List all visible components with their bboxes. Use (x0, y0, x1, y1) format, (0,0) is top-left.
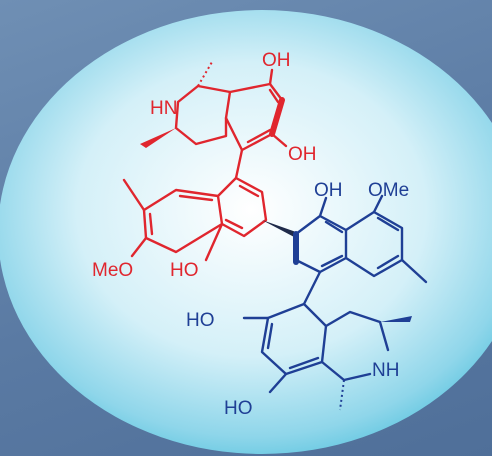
blue-lower-molecule (242, 194, 428, 411)
label-red-oh-top: OH (262, 50, 291, 71)
background-disc (0, 10, 492, 454)
label-red-hn: HN (150, 98, 177, 119)
blue-oh-bond (318, 196, 328, 218)
red-naph-left-double (148, 194, 214, 236)
red-naphthalene-left-ring (142, 188, 224, 254)
red-ho-bond (204, 222, 224, 262)
label-blue-oh: OH (314, 180, 343, 201)
central-biaryl-wedge (262, 220, 296, 238)
blue-naph-left-double (320, 220, 344, 268)
red-meo-bond (130, 236, 148, 258)
blue-methyl-hashed (339, 379, 345, 411)
label-blue-nh: NH (372, 360, 399, 381)
blue-benzene-double (266, 322, 320, 370)
blue-biaryl-bond (302, 270, 322, 306)
label-blue-ome: OMe (368, 180, 409, 201)
label-blue-ho-bottom: HO (224, 398, 253, 419)
blue-naphthalene-right-ring (344, 210, 404, 278)
red-upper-molecule (122, 61, 288, 262)
red-naph-right-double (224, 184, 260, 230)
blue-ome-bond (372, 194, 384, 214)
label-blue-ho-left: HO (186, 310, 215, 331)
blue-methyl-wedge (380, 316, 412, 322)
red-benzene-double-bonds (246, 88, 280, 144)
label-red-oh-mid: OH (288, 144, 317, 165)
red-oh-top-bond (268, 68, 274, 86)
red-oh-mid-bond (270, 132, 288, 148)
red-biaryl-bond (234, 148, 244, 180)
red-bold-edge (269, 97, 285, 137)
label-red-ho: HO (170, 260, 199, 281)
blue-naph-right-double (376, 216, 400, 270)
blue-aryl-methyl (400, 258, 428, 284)
blue-ho-bottom-bond (268, 372, 288, 394)
red-aryl-methyl (122, 178, 146, 212)
red-methyl-wedge (140, 128, 176, 148)
label-red-meo: MeO (92, 260, 133, 281)
